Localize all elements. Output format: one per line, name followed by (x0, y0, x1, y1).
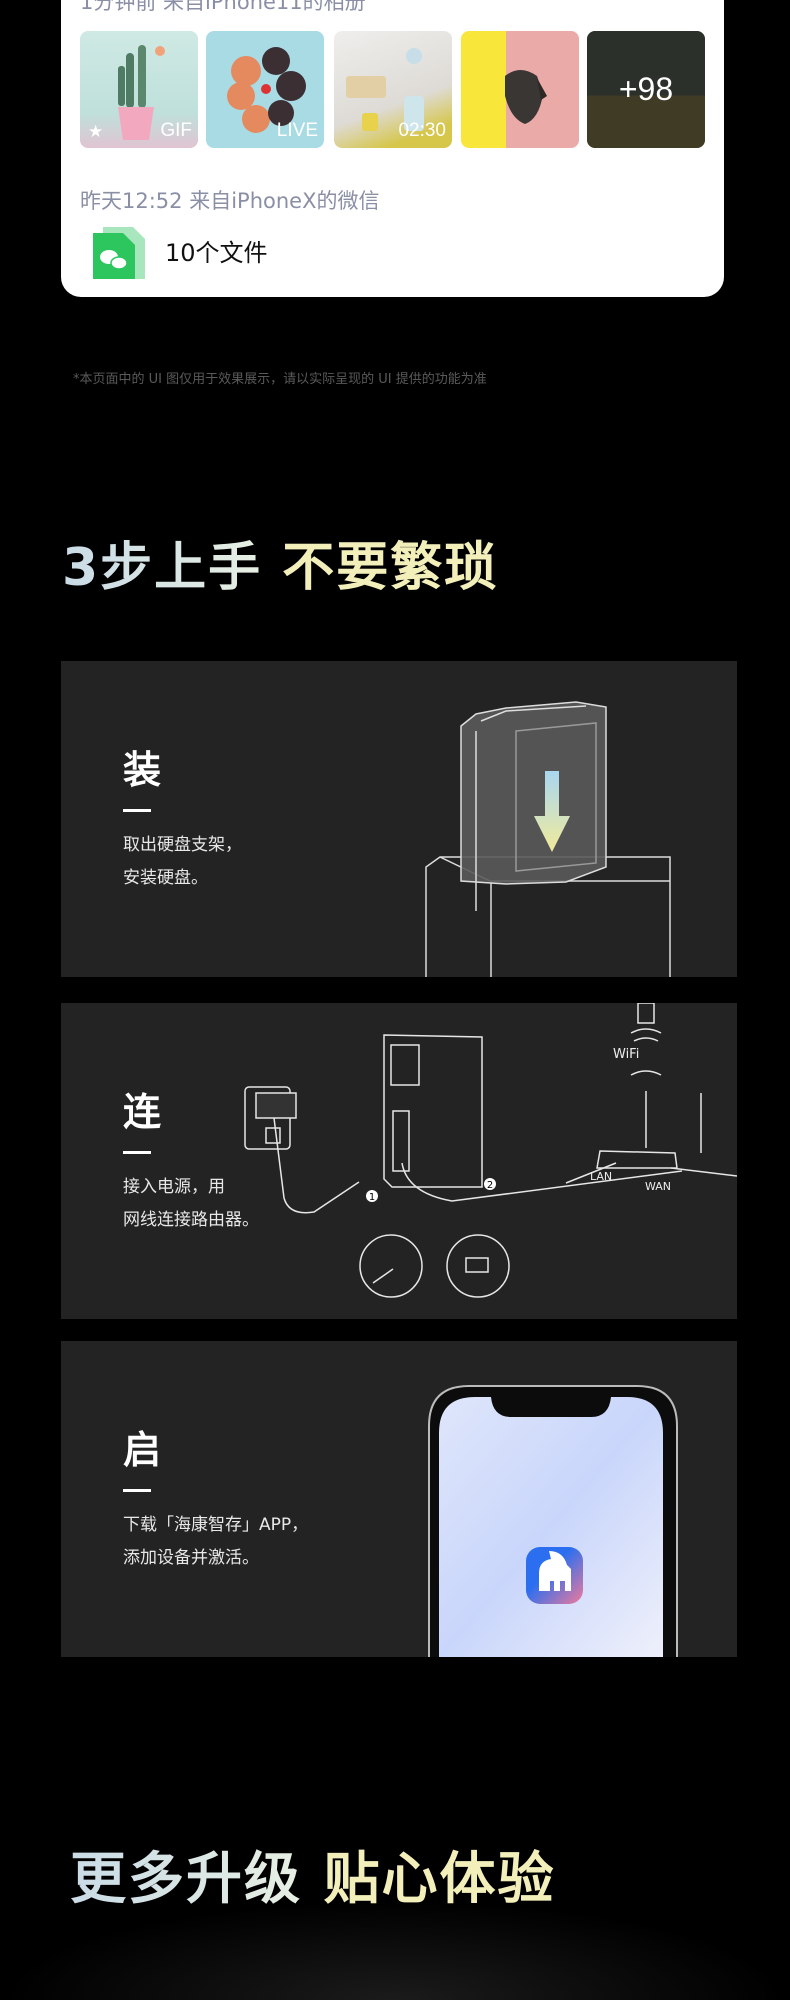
waffles-image (227, 47, 306, 133)
more-heading: 更多升级 贴心体验 (70, 1834, 556, 1915)
bottom-background (0, 1900, 790, 2000)
gif-badge: GIF (160, 120, 192, 141)
steps-heading-part1: 3步上手 (62, 538, 263, 598)
step-card-connect: 1 2 WiFi LAN WAN 连 接入电源，用网线连接路由器。 (61, 1003, 737, 1319)
step-card-activate: 启 下载「海康智存」APP， 添加设备并激活。 (61, 1341, 737, 1657)
hdd-install-illustration (425, 701, 671, 977)
more-heading-part2: 贴心体验 (323, 1847, 556, 1912)
wechat-file-icon (93, 227, 145, 279)
steps-heading: 3步上手 不要繁琐 (62, 525, 498, 600)
elephant-logo (539, 1551, 571, 1591)
disclaimer: *本页面中的 UI 图仅用于效果展示，请以实际呈现的 UI 提供的功能为准 (73, 372, 487, 387)
connection-illustration: 1 2 WiFi LAN WAN (244, 1003, 737, 1298)
wan-label: WAN (645, 1180, 671, 1193)
desc-line: 接入电源，用 (123, 1177, 225, 1197)
step-description: 下载「海康智存」APP， 添加设备并激活。 (123, 1509, 308, 1575)
live-badge: LIVE (276, 120, 318, 141)
step-card-install: 装 取出硬盘支架， 安装硬盘。 (61, 661, 737, 977)
photo-thumbnail[interactable] (461, 31, 579, 148)
video-duration: 02:30 (398, 120, 446, 141)
desc-line: 安装硬盘。 (123, 868, 208, 888)
step-marker-1: 1 (369, 1192, 375, 1203)
step-marker-2: 2 (487, 1180, 493, 1191)
album-card: 1分钟前 来自iPhone11的相册 ★ GIF LIVE 02:30 +98 … (61, 0, 724, 297)
step-divider (123, 1151, 151, 1154)
down-arrow-icon (534, 771, 570, 852)
photo-thumbnail[interactable]: 02:30 (334, 31, 452, 148)
more-photos-thumbnail[interactable]: +98 (587, 31, 705, 148)
wechat-caption: 昨天12:52 来自iPhoneX的微信 (80, 189, 380, 213)
photo-thumbnail[interactable]: ★ GIF (80, 31, 198, 148)
files-count-label[interactable]: 10个文件 (165, 239, 268, 267)
cactus-image (118, 45, 165, 140)
step-title: 启 (123, 1428, 162, 1472)
step-description: 取出硬盘支架， 安装硬盘。 (123, 829, 242, 895)
phone-illustration (428, 1385, 678, 1657)
album-source-caption: 1分钟前 来自iPhone11的相册 (80, 0, 366, 14)
desc-line: 下载「海康智存」APP， (123, 1515, 309, 1535)
wifi-label: WiFi (613, 1047, 639, 1062)
desc-line: 网线连接路由器。 (123, 1210, 259, 1230)
step-title: 装 (123, 748, 162, 792)
steps-heading-part2: 不要繁琐 (282, 538, 499, 598)
lan-label: LAN (590, 1170, 612, 1183)
more-count: +98 (587, 31, 705, 148)
step-description: 接入电源，用网线连接路由器。 (123, 1171, 259, 1237)
star-icon[interactable]: ★ (88, 122, 104, 142)
step-title: 连 (123, 1090, 162, 1134)
photo-thumbnail[interactable]: LIVE (206, 31, 324, 148)
desc-line: 取出硬盘支架， (123, 835, 242, 855)
step-divider (123, 809, 151, 812)
step-divider (123, 1489, 151, 1492)
tabletop-image (346, 48, 424, 131)
more-heading-part1: 更多升级 (70, 1847, 302, 1912)
dog-image (505, 70, 547, 124)
desc-line: 添加设备并激活。 (123, 1548, 259, 1568)
